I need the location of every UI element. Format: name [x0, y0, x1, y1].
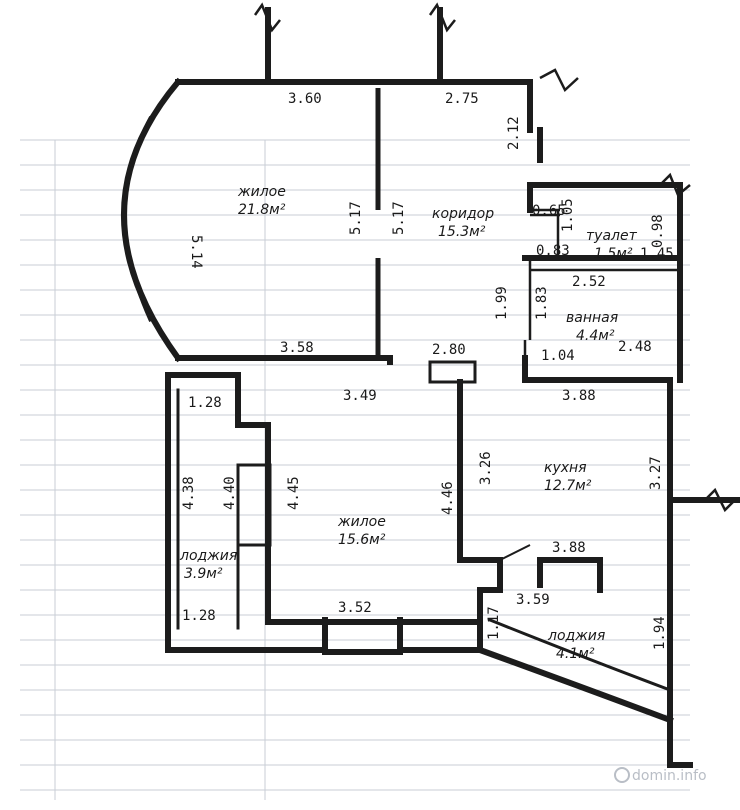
- room-name-corridor: коридор: [432, 206, 494, 222]
- room-name-toilet: туалет: [586, 228, 638, 244]
- dim-1-83: 1.83: [534, 286, 550, 320]
- dim-0-83: 0.83: [536, 243, 570, 259]
- dim-2-48: 2.48: [618, 339, 652, 355]
- dim-3-59: 3.59: [516, 592, 550, 608]
- room-area-corridor: 15.3м²: [438, 224, 486, 240]
- dim-3-26: 3.26: [478, 451, 494, 485]
- room-name-kitchen: кухня: [544, 460, 587, 476]
- room-labels: жилое 21.8м² коридор 15.3м² туалет 1.5м²…: [179, 184, 638, 662]
- dim-1-94: 1.94: [652, 616, 668, 650]
- dim-3-49: 3.49: [343, 388, 377, 404]
- dim-0-65: 0.65: [532, 203, 566, 219]
- dim-3-27: 3.27: [648, 456, 664, 490]
- dim-2-75: 2.75: [445, 91, 479, 107]
- dim-5-17-right: 5.17: [391, 201, 407, 235]
- dim-4-45: 4.45: [286, 476, 302, 510]
- room-area-loggia-2: 4.1м²: [556, 646, 595, 662]
- dim-1-17: 1.17: [486, 606, 502, 640]
- dim-1-45: 1.45: [640, 246, 674, 262]
- room-area-loggia-1: 3.9м²: [184, 566, 223, 582]
- room-name-loggia-2: лоджия: [547, 628, 605, 644]
- room-area-kitchen: 12.7м²: [544, 478, 592, 494]
- dim-2-80: 2.80: [432, 342, 466, 358]
- dim-2-12: 2.12: [506, 116, 522, 150]
- dim-2-52: 2.52: [572, 274, 606, 290]
- dim-1-04: 1.04: [541, 348, 575, 364]
- dim-3-58: 3.58: [280, 340, 314, 356]
- dim-3-52: 3.52: [338, 600, 372, 616]
- room-area-bathroom: 4.4м²: [576, 328, 615, 344]
- dim-1-99: 1.99: [494, 286, 510, 320]
- dim-1-28-bottom: 1.28: [182, 608, 216, 624]
- room-name-loggia-1: лоджия: [179, 548, 237, 564]
- room-name-living-1: жилое: [237, 184, 286, 200]
- watermark-text: domin.info: [632, 768, 707, 784]
- dim-0-98: 0.98: [650, 214, 666, 248]
- room-name-bathroom: ванная: [566, 310, 618, 326]
- dim-4-46: 4.46: [440, 481, 456, 515]
- partitions: [236, 88, 680, 561]
- room-area-living-1: 21.8м²: [238, 202, 286, 218]
- dim-5-14: 5.14: [188, 235, 204, 269]
- dim-4-40: 4.40: [222, 476, 238, 510]
- dim-5-17-left: 5.17: [348, 201, 364, 235]
- dim-3-88-bottom: 3.88: [552, 540, 586, 556]
- dim-3-88-top: 3.88: [562, 388, 596, 404]
- room-area-living-2: 15.6м²: [338, 532, 386, 548]
- room-name-living-2: жилое: [337, 514, 386, 530]
- dim-1-28-top: 1.28: [188, 395, 222, 411]
- break-marks: [253, 2, 736, 513]
- outer-walls: [121, 7, 740, 768]
- dimension-labels: 3.60 2.75 2.12 5.14 5.17 5.17 0.65 1.05 …: [181, 91, 674, 650]
- dim-1-05: 1.05: [560, 198, 576, 232]
- room-area-toilet: 1.5м²: [594, 246, 633, 262]
- dim-3-60: 3.60: [288, 91, 322, 107]
- dim-4-38: 4.38: [181, 476, 197, 510]
- watermark: domin.info: [614, 767, 707, 784]
